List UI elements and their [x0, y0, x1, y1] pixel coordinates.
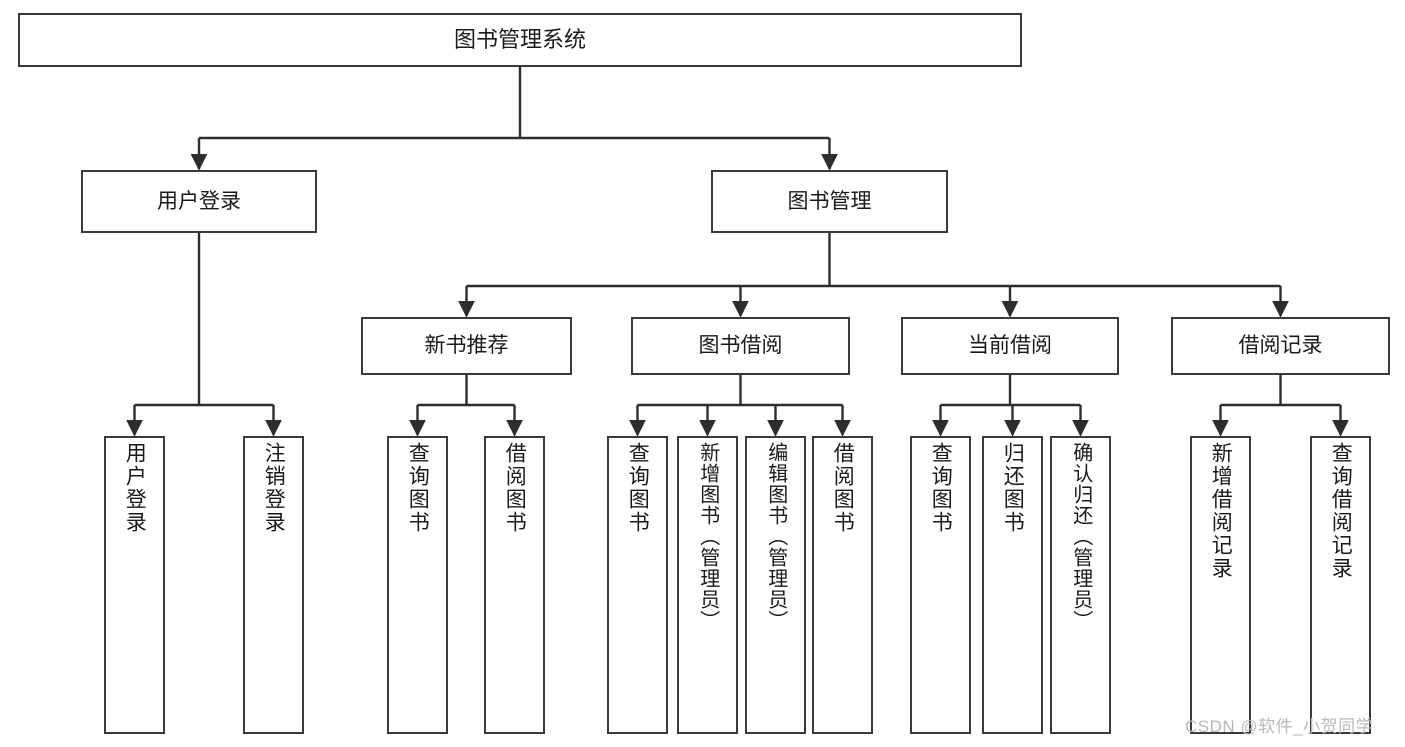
node-label: 新书推荐	[424, 334, 509, 358]
node-label: 查询图书	[626, 442, 650, 534]
node-label: 查询图书	[406, 442, 430, 534]
node-label: 当前借阅	[968, 334, 1052, 358]
node-leaf-br-query-record[interactable]: 查询借阅记录	[1310, 436, 1371, 734]
node-label: 借阅记录	[1238, 334, 1323, 358]
node-label: 图书管理系统	[453, 26, 586, 52]
node-leaf-user-login[interactable]: 用户登录	[104, 436, 165, 734]
node-leaf-cb-query-book[interactable]: 查询图书	[910, 436, 971, 734]
node-user-login[interactable]: 用户登录	[81, 170, 317, 233]
node-label: 确认归还（管理员）	[1069, 442, 1092, 631]
node-leaf-bb-query-book[interactable]: 查询图书	[607, 436, 668, 734]
node-label: 新增图书（管理员）	[696, 442, 719, 631]
watermark: CSDN @软件_小贺同学	[1185, 717, 1374, 736]
node-leaf-bb-edit-book[interactable]: 编辑图书（管理员）	[745, 436, 806, 734]
node-label: 图书管理	[787, 189, 872, 213]
node-leaf-br-add-record[interactable]: 新增借阅记录	[1190, 436, 1251, 734]
node-label: 用户登录	[157, 189, 241, 213]
node-label: 借阅图书	[831, 442, 855, 534]
node-label: 新增借阅记录	[1209, 442, 1233, 580]
node-new-book-rec[interactable]: 新书推荐	[361, 317, 572, 375]
node-leaf-cb-return-book[interactable]: 归还图书	[982, 436, 1043, 734]
node-label: 查询图书	[929, 442, 953, 534]
node-label: 图书借阅	[698, 334, 783, 358]
edge-group	[126, 67, 1349, 437]
node-leaf-user-logout[interactable]: 注销登录	[243, 436, 304, 734]
node-leaf-rec-borrow-book[interactable]: 借阅图书	[484, 436, 545, 734]
node-label: 注销登录	[262, 442, 286, 534]
node-leaf-rec-query-book[interactable]: 查询图书	[387, 436, 448, 734]
node-leaf-cb-confirm-return[interactable]: 确认归还（管理员）	[1050, 436, 1111, 734]
node-current-borrow[interactable]: 当前借阅	[901, 317, 1119, 375]
node-borrow-record[interactable]: 借阅记录	[1171, 317, 1390, 375]
node-leaf-bb-borrow-book[interactable]: 借阅图书	[812, 436, 873, 734]
node-leaf-bb-add-book[interactable]: 新增图书（管理员）	[677, 436, 738, 734]
node-label: 编辑图书（管理员）	[764, 442, 787, 631]
node-label: 查询借阅记录	[1329, 442, 1353, 580]
node-book-manage[interactable]: 图书管理	[711, 170, 948, 233]
node-label: 用户登录	[123, 442, 147, 534]
node-book-borrow[interactable]: 图书借阅	[631, 317, 850, 375]
node-root[interactable]: 图书管理系统	[18, 13, 1022, 67]
node-label: 归还图书	[1001, 442, 1025, 534]
node-label: 借阅图书	[503, 442, 527, 534]
